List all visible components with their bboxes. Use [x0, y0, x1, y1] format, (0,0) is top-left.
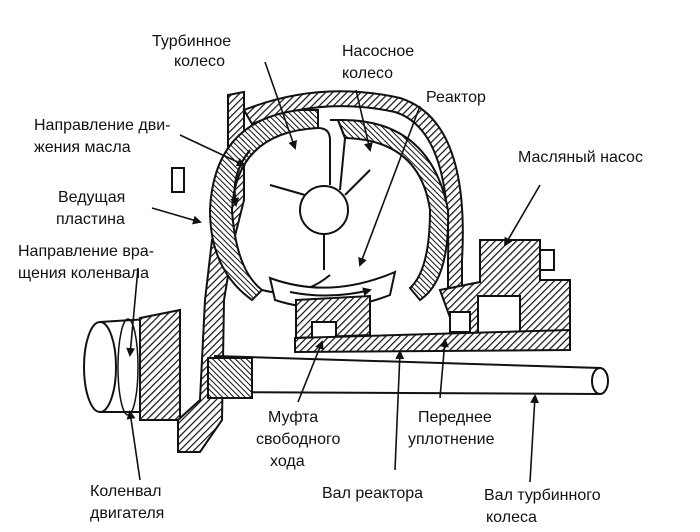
label-turbine-shaft: Вал турбинного колеса — [484, 487, 605, 526]
label-reactor-shaft: Вал реактора — [322, 485, 423, 502]
label-turbine-wheel: Турбинное колесо — [152, 33, 236, 70]
label-freewheel-clutch: Муфта свободного хода — [256, 409, 345, 470]
label-pump-wheel: Насосное колесо — [342, 43, 419, 82]
label-oil-flow-direction: Направление дви- жения масла — [34, 117, 175, 156]
reactor-shaft-shape — [294, 328, 571, 354]
oil-pump-shape — [438, 239, 571, 346]
turbine-shaft-shape — [207, 354, 609, 399]
pump-wheel-shape — [330, 118, 450, 302]
label-reactor: Реактор — [426, 89, 486, 106]
crankshaft-shape — [83, 308, 181, 421]
label-engine-crankshaft: Коленвал двигателя — [90, 483, 166, 522]
label-drive-plate: Ведущая пластина — [56, 189, 130, 228]
hub-shape — [269, 169, 371, 270]
oil-flow-arrow — [230, 149, 251, 207]
label-front-seal: Переднее уплотнение — [408, 409, 496, 448]
oil-flow-arrow-reactor — [289, 287, 372, 297]
label-crankshaft-rotation: Направление вра- щения коленвала — [18, 243, 158, 282]
reactor-shape — [268, 270, 397, 341]
label-oil-pump: Масляный насос — [518, 149, 643, 166]
leader-lines — [126, 61, 541, 483]
